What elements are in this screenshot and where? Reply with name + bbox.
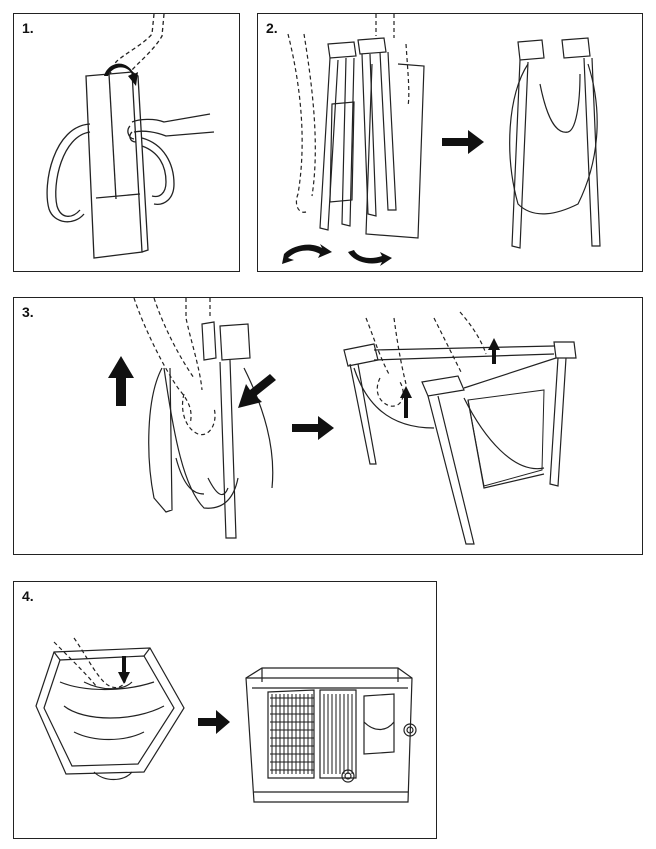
right-arrow-icon xyxy=(198,710,230,734)
step-4-illustration xyxy=(35,637,417,803)
step-3-panel: 3. xyxy=(13,297,643,555)
step-2-number: 2. xyxy=(266,20,278,36)
step-1-panel: 1. xyxy=(13,13,240,272)
down-arrow-icon xyxy=(118,656,130,684)
right-arrow-icon xyxy=(442,130,484,154)
right-arrow-icon xyxy=(292,416,334,440)
mesh-panel xyxy=(270,694,353,774)
diagonal-arrow-icon xyxy=(238,374,276,408)
step-1-illustration xyxy=(46,14,215,259)
up-arrow-icon xyxy=(488,338,500,364)
up-arrow-icon xyxy=(400,386,412,418)
step-2-illustration xyxy=(282,14,601,266)
step-4-number: 4. xyxy=(22,588,34,604)
rotate-arrow-icon xyxy=(348,250,392,266)
up-arrow-icon xyxy=(108,356,134,406)
step-3-illustration xyxy=(108,298,577,545)
step-4-panel: 4. xyxy=(13,581,437,839)
step-1-number: 1. xyxy=(22,20,34,36)
step-3-number: 3. xyxy=(22,304,34,320)
curved-arrow-icon xyxy=(104,63,138,86)
step-2-panel: 2. xyxy=(257,13,643,272)
rotate-arrow-icon xyxy=(282,244,332,264)
